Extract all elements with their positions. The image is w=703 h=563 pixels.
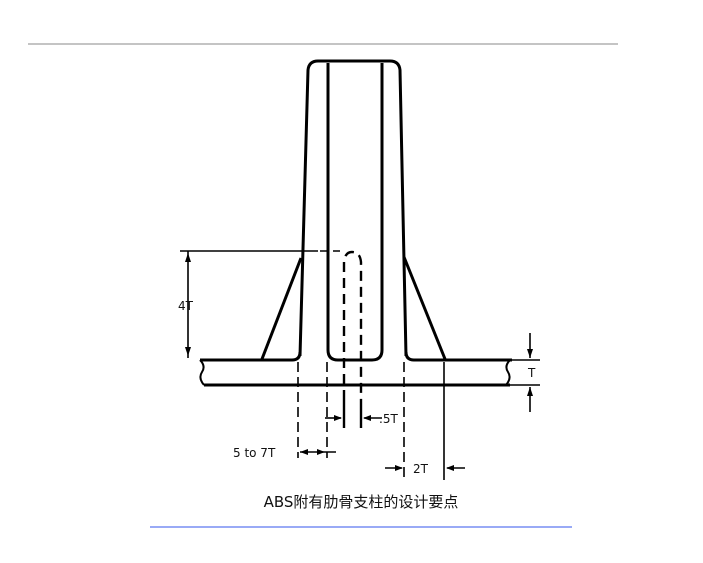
core-pin — [342, 250, 363, 400]
label-half-t: .5T — [379, 412, 398, 426]
label-2t: 2T — [413, 462, 429, 476]
base-break-right — [505, 359, 511, 386]
left-gusset — [260, 257, 303, 360]
base-break-left — [199, 359, 205, 386]
label-5-to-7t: 5 to 7T — [233, 446, 276, 460]
boss-inner-bore — [326, 63, 384, 362]
base-plate — [200, 351, 512, 387]
right-gusset — [402, 256, 447, 360]
label-4t: 4T — [178, 299, 194, 313]
label-t: T — [527, 366, 536, 380]
diagram-caption: ABS附有肋骨支柱的设计要点 — [264, 493, 459, 511]
boss-outer-wall — [298, 59, 408, 357]
